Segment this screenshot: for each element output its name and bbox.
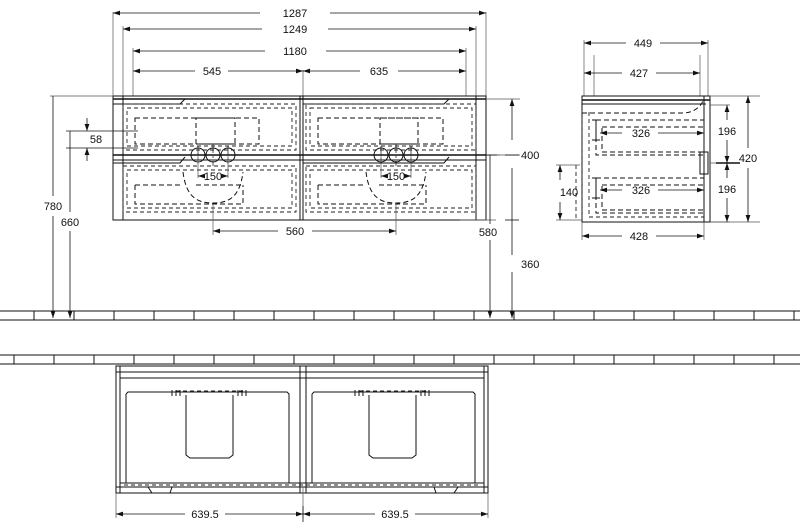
wall-hatch-ticks-lower xyxy=(13,355,775,364)
dim-label-400: 400 xyxy=(521,150,539,162)
dim-label-449: 449 xyxy=(634,38,652,50)
front-upper-drawer-right xyxy=(303,98,477,151)
dim-360: 360 xyxy=(505,219,539,318)
dim-449: 449 xyxy=(584,38,708,50)
dim-label-560: 560 xyxy=(286,226,304,238)
dim-196-upper: 196 xyxy=(710,104,736,164)
dim-label-428: 428 xyxy=(630,231,648,243)
plan-drawer-left xyxy=(125,390,290,483)
wall-band-lower xyxy=(0,354,800,365)
front-upper-drawer-left xyxy=(113,98,297,151)
side-cabinet-body xyxy=(575,95,711,223)
side-extension-lines xyxy=(583,40,709,100)
wall-hatch-ticks-upper xyxy=(33,311,795,320)
dim-140: 140 xyxy=(556,164,582,221)
dim-label-150-left: 150 xyxy=(204,171,222,183)
dim-639-5-right: 639.5 xyxy=(303,493,489,521)
dim-label-1249: 1249 xyxy=(283,24,307,36)
dim-label-1180: 1180 xyxy=(283,46,307,58)
dim-label-196-lower: 196 xyxy=(718,184,736,196)
dim-label-1287: 1287 xyxy=(283,8,307,20)
dim-label-545: 545 xyxy=(203,66,221,78)
dim-1180: 1180 xyxy=(133,46,466,58)
dim-label-150-right: 150 xyxy=(387,171,405,183)
dim-label-639-5-left: 639.5 xyxy=(191,509,219,521)
dim-196-lower: 196 xyxy=(710,163,736,223)
plan-drawer-right xyxy=(311,390,476,483)
dim-label-660: 660 xyxy=(61,217,79,229)
front-cabinet-body xyxy=(112,95,487,221)
dim-560: 560 xyxy=(212,203,397,238)
dim-428: 428 xyxy=(581,222,705,243)
dim-label-420: 420 xyxy=(739,153,757,165)
plan-feet xyxy=(147,486,459,494)
dim-580: 580 xyxy=(460,154,500,318)
side-elevation-view: 449 427 xyxy=(556,38,760,243)
dim-label-635: 635 xyxy=(370,66,388,78)
dim-label-140: 140 xyxy=(560,187,578,199)
dim-label-196-upper: 196 xyxy=(718,126,736,138)
wall-band-upper xyxy=(0,310,800,321)
front-elevation-view: 1287 1249 1180 545 xyxy=(44,8,539,318)
dim-326-lower: 326 xyxy=(600,185,704,197)
dim-label-58: 58 xyxy=(90,134,102,146)
dim-label-780: 780 xyxy=(44,201,62,213)
dim-1287: 1287 xyxy=(113,8,486,20)
dim-780: 780 xyxy=(44,95,113,318)
dim-545-635: 545 635 xyxy=(133,66,466,78)
front-lower-drawer-left xyxy=(113,156,297,213)
dim-660: 660 xyxy=(61,130,113,318)
dim-1249: 1249 xyxy=(123,24,476,36)
basin-bowl-outline-left xyxy=(182,171,244,204)
dim-label-326-upper: 326 xyxy=(632,128,650,140)
dim-label-360: 360 xyxy=(521,259,539,271)
dim-400: 400 xyxy=(486,98,539,220)
dim-427: 427 xyxy=(584,68,700,80)
dim-label-427: 427 xyxy=(630,68,648,80)
dim-150-right: 150 xyxy=(380,155,412,183)
front-upper-drawer-left-inner2 xyxy=(195,117,260,145)
dim-326-upper: 326 xyxy=(600,128,704,140)
plan-view: 639.5 639.5 xyxy=(115,365,489,522)
dim-label-639-5-right: 639.5 xyxy=(381,509,409,521)
dim-label-580: 580 xyxy=(479,227,497,239)
dim-150-left: 150 xyxy=(197,155,229,183)
front-lower-drawer-right xyxy=(303,156,477,213)
dim-label-326-lower: 326 xyxy=(632,185,650,197)
